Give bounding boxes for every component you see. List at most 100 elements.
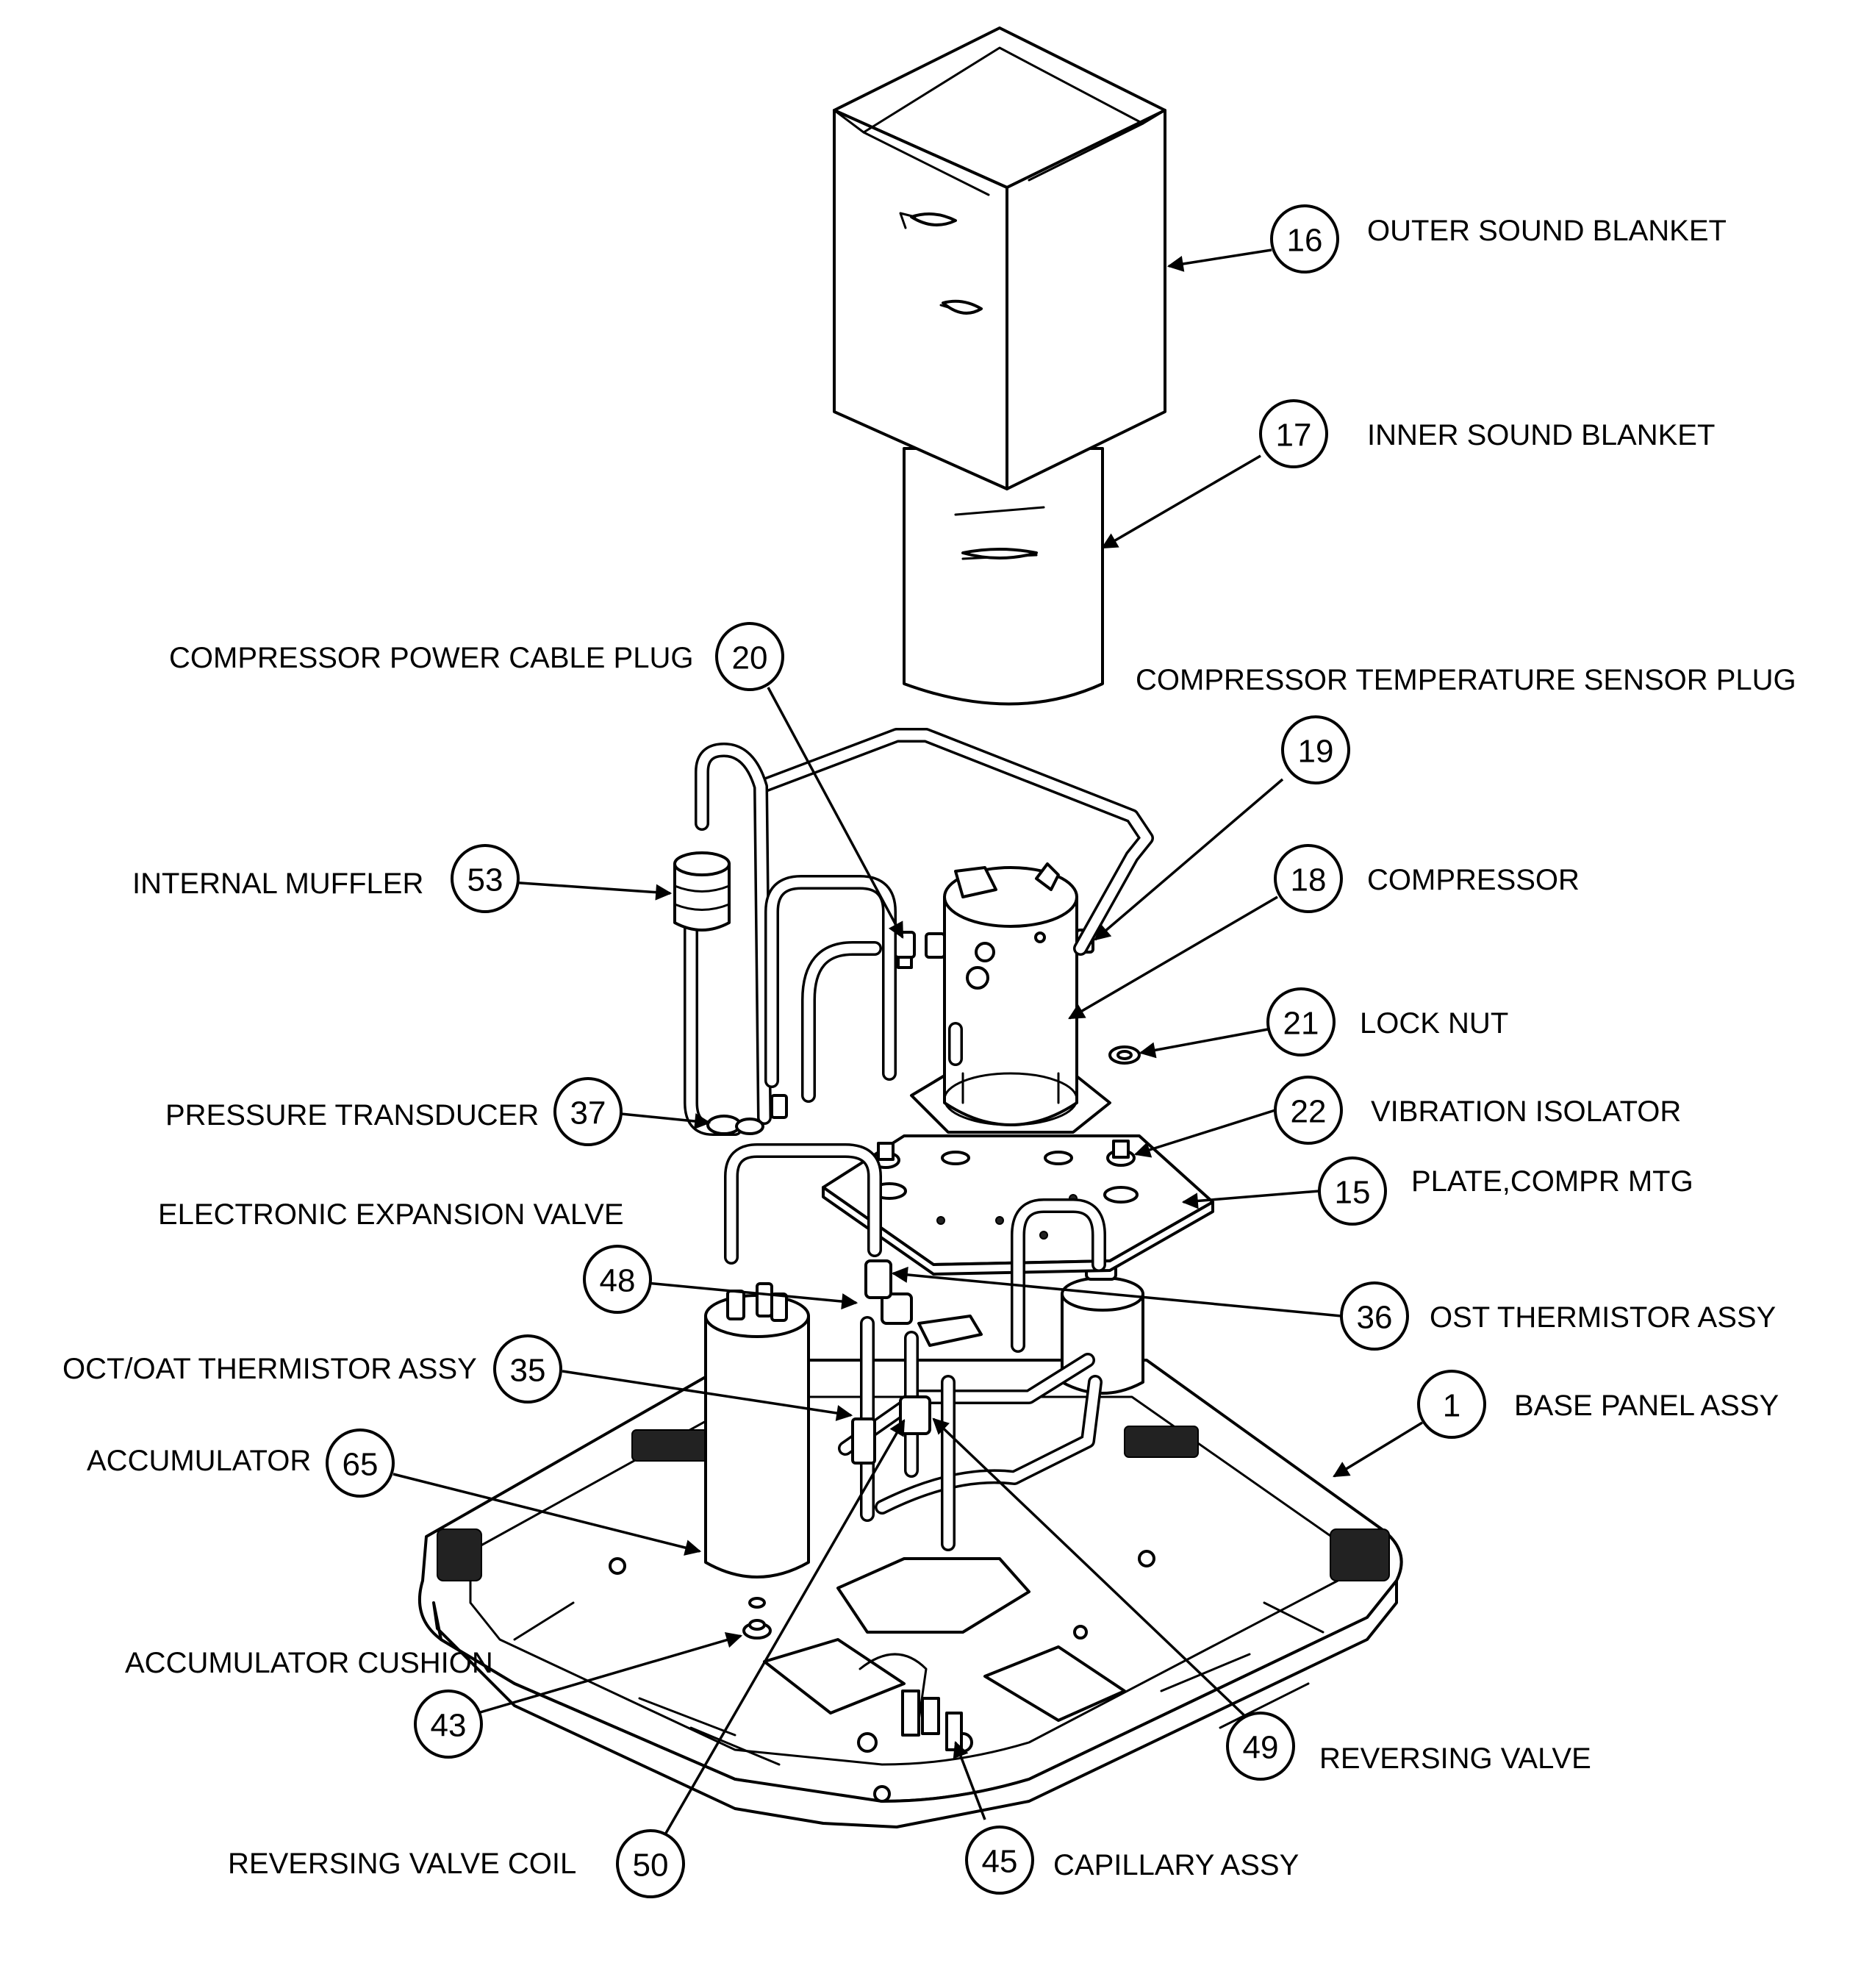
callout-bubble xyxy=(1318,1156,1387,1226)
callout-1: 1 BASE PANEL ASSY xyxy=(1417,1370,1779,1439)
callout-17: 17 INNER SOUND BLANKET xyxy=(1259,399,1715,468)
callout-bubble xyxy=(715,622,784,691)
leader-36 xyxy=(891,1266,1342,1317)
leader-35 xyxy=(562,1370,853,1421)
leader-19 xyxy=(1094,778,1284,941)
leader-1 xyxy=(1333,1421,1423,1478)
muffler-icon xyxy=(673,851,731,932)
reversing-valve-coil-icon xyxy=(901,1690,940,1737)
callout-label: CAPILLARY ASSY xyxy=(1053,1849,1299,1881)
accumulator-cushion-icon xyxy=(742,1619,772,1640)
callout-18: 18 COMPRESSOR xyxy=(1274,844,1580,913)
callout-label: LOCK NUT xyxy=(1360,1007,1508,1040)
compressor-power-cable-plug-icon xyxy=(894,931,916,969)
leader-65 xyxy=(392,1473,702,1556)
callout-number: 16 xyxy=(1287,223,1323,259)
callout-bubble xyxy=(1266,987,1336,1056)
callout-bubble xyxy=(1259,399,1328,468)
leader-21 xyxy=(1139,1028,1269,1059)
leader-15 xyxy=(1181,1190,1320,1209)
callout-bubble xyxy=(1274,1076,1343,1145)
callout-45: 45 CAPILLARY ASSY xyxy=(965,1826,1299,1895)
callout-number: 43 xyxy=(431,1708,467,1744)
callout-number: 18 xyxy=(1291,862,1327,898)
callout-22: 22 VIBRATION ISOLATOR xyxy=(1274,1076,1681,1145)
leader-20 xyxy=(767,687,904,939)
callout-number: 65 xyxy=(343,1447,379,1483)
callout-number: 1 xyxy=(1443,1388,1460,1424)
callout-number: 53 xyxy=(467,862,503,898)
callout-53: 53 INTERNAL MUFFLER xyxy=(132,844,520,913)
callout-35: 35 OCT/OAT THERMISTOR ASSY xyxy=(62,1334,562,1404)
callout-bubble xyxy=(1281,715,1350,784)
callout-label: OCT/OAT THERMISTOR ASSY xyxy=(62,1353,477,1385)
leader-48 xyxy=(646,1281,858,1310)
callout-number: 20 xyxy=(732,640,768,676)
callout-bubble xyxy=(1417,1370,1486,1439)
callout-19: 19 COMPRESSOR TEMPERATURE SENSOR PLUG xyxy=(1136,664,1796,784)
callout-label: INNER SOUND BLANKET xyxy=(1367,419,1715,451)
callout-43: 43 ACCUMULATOR CUSHION xyxy=(125,1647,493,1759)
callout-number: 48 xyxy=(600,1263,636,1299)
callout-number: 15 xyxy=(1335,1175,1371,1211)
callout-bubble xyxy=(965,1826,1034,1895)
callout-48: 48 ELECTRONIC EXPANSION VALVE xyxy=(158,1198,652,1314)
callout-label: OUTER SOUND BLANKET xyxy=(1367,215,1727,247)
callout-15: 15 PLATE,COMPR MTG xyxy=(1318,1156,1693,1226)
callout-number: 36 xyxy=(1357,1300,1393,1336)
callout-label: COMPRESSOR POWER CABLE PLUG xyxy=(169,642,693,674)
callout-label: REVERSING VALVE xyxy=(1319,1742,1591,1775)
callout-label: BASE PANEL ASSY xyxy=(1514,1390,1779,1422)
outer-sound-blanket-icon xyxy=(833,26,1166,490)
base-panel-icon xyxy=(417,1359,1403,1828)
callout-20: 20 COMPRESSOR POWER CABLE PLUG xyxy=(169,622,784,691)
electronic-expansion-valve-icon xyxy=(851,1259,983,1465)
callout-label: COMPRESSOR TEMPERATURE SENSOR PLUG xyxy=(1136,664,1796,696)
compressor-icon xyxy=(910,862,1111,1134)
pressure-transducer-icon xyxy=(706,1094,788,1135)
leader-22 xyxy=(1133,1109,1276,1158)
leader-16 xyxy=(1166,248,1272,272)
lock-nut-icon xyxy=(1108,1045,1141,1065)
callout-bubble xyxy=(326,1429,395,1498)
leader-37 xyxy=(620,1112,711,1129)
callout-49: 49 REVERSING VALVE xyxy=(1226,1712,1591,1781)
callout-label: PLATE,COMPR MTG xyxy=(1411,1165,1693,1198)
callout-number: 19 xyxy=(1298,734,1334,770)
callout-65: 65 ACCUMULATOR xyxy=(87,1429,395,1498)
leader-18 xyxy=(1068,895,1278,1020)
callout-number: 21 xyxy=(1283,1006,1319,1042)
callout-label: INTERNAL MUFFLER xyxy=(132,868,423,900)
vibration-isolator-icon xyxy=(871,1140,1136,1169)
piping-loop-icon xyxy=(684,728,1154,1353)
callout-label: OST THERMISTOR ASSY xyxy=(1430,1301,1776,1334)
callout-label: ACCUMULATOR CUSHION xyxy=(125,1647,493,1679)
callout-number: 17 xyxy=(1276,418,1312,454)
callout-21: 21 LOCK NUT xyxy=(1266,987,1508,1056)
callout-label: COMPRESSOR xyxy=(1367,864,1580,896)
callout-label: PRESSURE TRANSDUCER xyxy=(165,1099,539,1131)
callout-bubble xyxy=(1340,1281,1409,1351)
callout-36: 36 OST THERMISTOR ASSY xyxy=(1340,1281,1776,1351)
accumulator-icon xyxy=(704,1282,810,1609)
callout-number: 49 xyxy=(1243,1730,1279,1766)
callout-bubble xyxy=(414,1690,483,1759)
callout-number: 50 xyxy=(633,1848,669,1884)
callout-label: REVERSING VALVE COIL xyxy=(228,1848,576,1880)
callout-number: 35 xyxy=(510,1353,546,1389)
callout-number: 22 xyxy=(1291,1094,1327,1130)
callout-label: VIBRATION ISOLATOR xyxy=(1371,1095,1681,1128)
inner-sound-blanket-icon xyxy=(903,447,1104,706)
leader-43 xyxy=(477,1632,743,1715)
callout-number: 37 xyxy=(570,1095,606,1131)
callout-bubble xyxy=(553,1077,623,1146)
callout-bubble xyxy=(451,844,520,913)
callout-50: 50 REVERSING VALVE COIL xyxy=(228,1829,685,1898)
callout-number: 45 xyxy=(982,1844,1018,1880)
leader-50 xyxy=(664,1419,906,1835)
callout-bubble xyxy=(1274,844,1343,913)
callout-bubble xyxy=(493,1334,562,1404)
callout-bubble xyxy=(1270,204,1339,273)
callout-bubble xyxy=(1226,1712,1295,1781)
